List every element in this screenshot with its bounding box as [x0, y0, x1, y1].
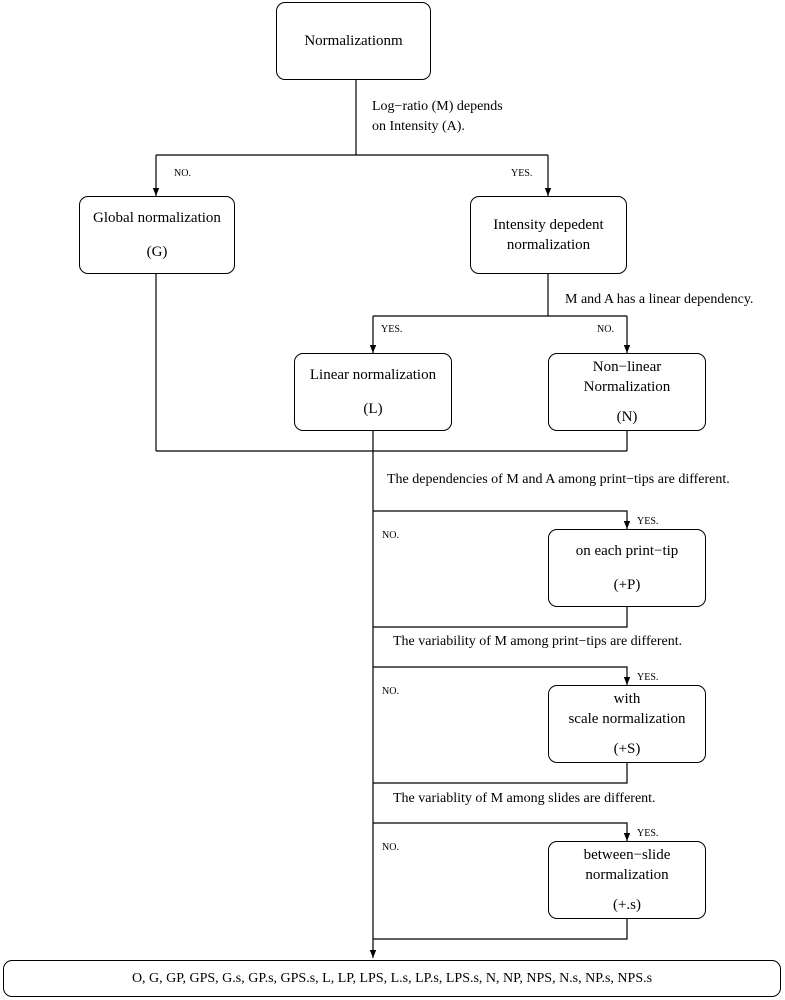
- node-nonlinear-line2: Normalization: [583, 379, 671, 395]
- node-printtip: on each print−tip (+P): [548, 529, 706, 607]
- arrow-to-printtip: [373, 510, 631, 529]
- node-slide-line2: normalization: [585, 867, 669, 883]
- branch-yes-printtip: YES.: [637, 516, 659, 527]
- branch-yes-intensity: YES.: [511, 168, 533, 179]
- node-intensity: Intensity depedent normalization: [470, 196, 627, 274]
- result-list: O, G, GP, GPS, G.s, GP.s, GPS.s, L, LP, …: [131, 970, 653, 986]
- node-slide: between−slide normalization (+.s): [548, 841, 706, 919]
- node-slide-code: (+.s): [612, 897, 642, 913]
- branch-no-slide: NO.: [382, 842, 399, 853]
- question-3: The dependencies of M and A among print−…: [387, 472, 730, 487]
- node-start: Normalizationm: [276, 2, 431, 80]
- node-global-label: Global normalization: [93, 210, 221, 226]
- branch-yes-linear: YES.: [381, 324, 403, 335]
- node-linear-label: Linear normalization: [309, 367, 437, 383]
- branch-no-scale: NO.: [382, 686, 399, 697]
- node-intensity-line1: Intensity depedent: [493, 217, 604, 233]
- node-linear-code: (L): [363, 401, 383, 417]
- node-start-title: Normalizationm: [304, 33, 403, 49]
- return-from-scale: [373, 763, 628, 784]
- result-box: O, G, GP, GPS, G.s, GP.s, GPS.s, L, LP, …: [3, 960, 781, 997]
- node-printtip-code: (+P): [613, 577, 641, 593]
- node-intensity-line2: normalization: [506, 237, 591, 253]
- return-from-slide: [373, 919, 628, 940]
- question-2: M and A has a linear dependency.: [565, 292, 754, 307]
- arrow-to-scale: [373, 666, 631, 685]
- node-linear: Linear normalization (L): [294, 353, 452, 431]
- question-1-line-1: Log−ratio (M) depends: [372, 99, 503, 114]
- branch-yes-slide: YES.: [637, 828, 659, 839]
- node-nonlinear-code: (N): [616, 409, 638, 425]
- node-slide-line1: between−slide: [583, 847, 671, 863]
- node-scale-line2: scale normalization: [568, 711, 686, 727]
- question-1-line-2: on Intensity (A).: [372, 119, 465, 134]
- branch-no-printtip: NO.: [382, 530, 399, 541]
- node-scale: with scale normalization (+S): [548, 685, 706, 763]
- node-global-code: (G): [146, 244, 168, 260]
- question-5: The variablity of M among slides are dif…: [393, 791, 656, 806]
- branch-yes-scale: YES.: [637, 672, 659, 683]
- branch-no-nonlinear: NO.: [597, 324, 614, 335]
- node-nonlinear: Non−linear Normalization (N): [548, 353, 706, 431]
- node-scale-line1: with: [613, 691, 641, 707]
- node-global: Global normalization (G): [79, 196, 235, 274]
- node-printtip-label: on each print−tip: [575, 543, 679, 559]
- arrow-to-slide: [373, 822, 631, 841]
- question-4: The variability of M among print−tips ar…: [393, 634, 683, 649]
- node-nonlinear-line1: Non−linear: [592, 359, 662, 375]
- branch-no-global: NO.: [174, 168, 191, 179]
- node-scale-code: (+S): [613, 741, 641, 757]
- return-from-printtip: [373, 607, 628, 628]
